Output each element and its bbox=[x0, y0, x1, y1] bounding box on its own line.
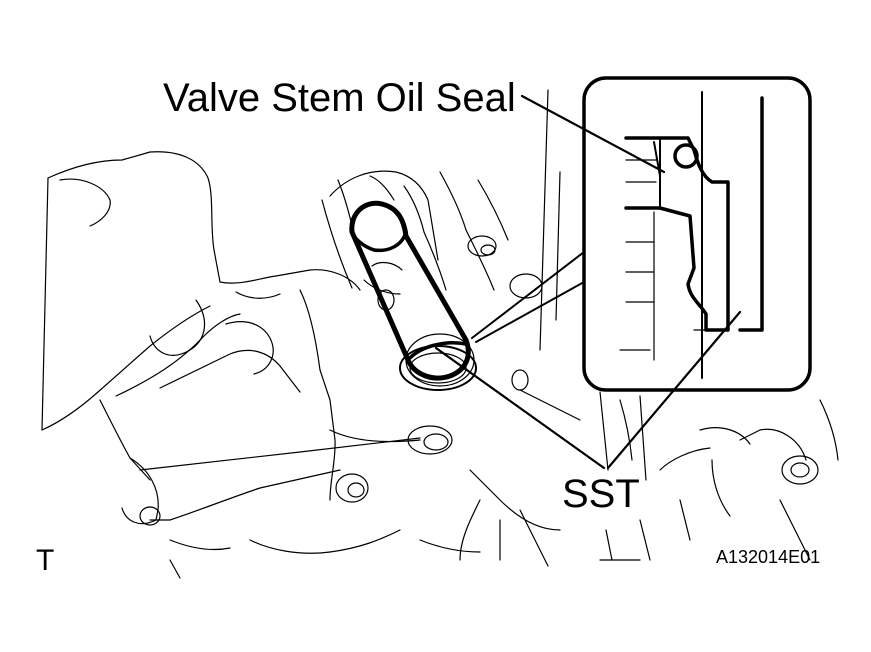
sst-label: SST bbox=[562, 472, 640, 516]
view-marker-label: T bbox=[36, 544, 55, 577]
leader-sst-inset bbox=[606, 310, 742, 470]
leader-oil-seal bbox=[520, 94, 666, 174]
leader-lines bbox=[434, 94, 742, 470]
sst-tool bbox=[349, 200, 477, 391]
leader-sst-tool bbox=[434, 346, 606, 470]
figure-code-label: A132014E01 bbox=[716, 547, 821, 567]
cylinder-head-outline bbox=[41, 89, 839, 579]
seal-detail-inset bbox=[471, 76, 812, 392]
valve-stem-oil-seal-label: Valve Stem Oil Seal bbox=[163, 76, 516, 120]
